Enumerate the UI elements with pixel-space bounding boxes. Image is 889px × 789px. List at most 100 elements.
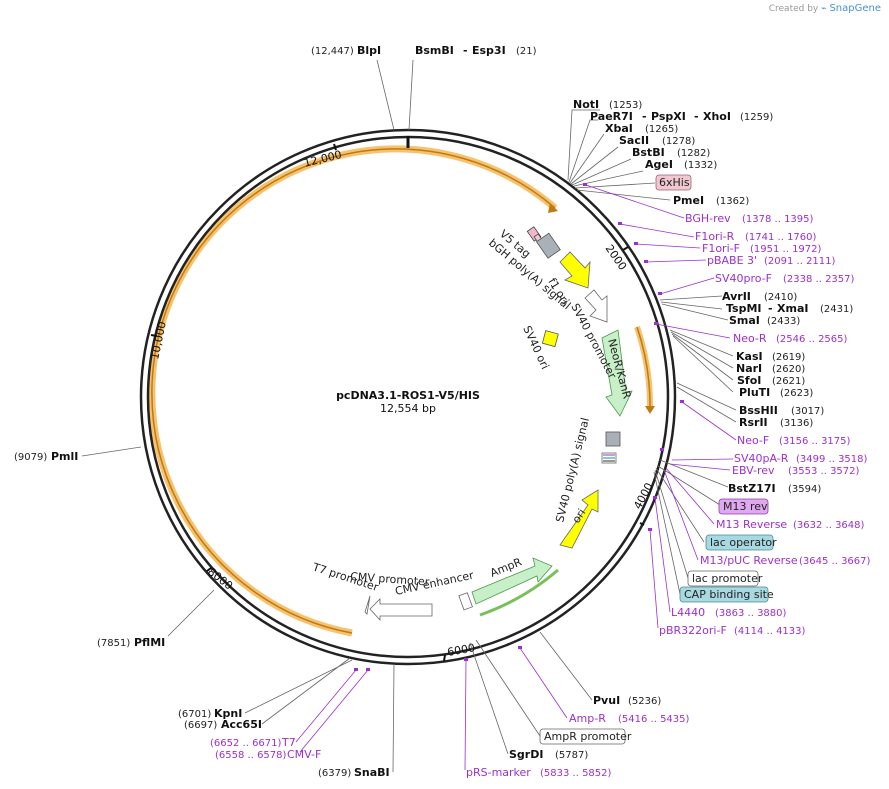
leader-nari bbox=[670, 331, 734, 369]
pos-paer7i: (1259) bbox=[740, 112, 773, 123]
pos-acc65i: (6697) bbox=[184, 720, 217, 731]
enzyme-bstbi[interactable]: BstBI bbox=[632, 146, 665, 159]
range-bgh-rev: (1378 .. 1395) bbox=[742, 214, 814, 225]
enzyme-sgrdi[interactable]: SgrDI bbox=[509, 748, 543, 761]
enzyme-bsmbi[interactable]: BsmBI bbox=[415, 44, 454, 57]
enzyme-tspmi[interactable]: TspMI bbox=[726, 302, 762, 315]
leader-acc65i bbox=[261, 657, 351, 725]
pos-blpi: (12,447) bbox=[311, 46, 354, 57]
enzyme-pspxi[interactable]: PspXI bbox=[651, 110, 686, 123]
enzyme-noti[interactable]: NotI bbox=[573, 98, 599, 111]
enzyme-paer7i[interactable]: PaeR7I bbox=[590, 110, 633, 123]
enzyme-bstz17i[interactable]: BstZ17I bbox=[728, 482, 776, 495]
leader-blpi bbox=[376, 59, 395, 131]
leader-bsmbi bbox=[408, 59, 414, 131]
enzyme-blpi[interactable]: BlpI bbox=[357, 44, 381, 57]
leader-m13-reverse bbox=[665, 467, 715, 525]
leader-kpni bbox=[244, 659, 353, 714]
primer-pbabe3[interactable]: pBABE 3' bbox=[707, 254, 757, 267]
f1-ori-arrow[interactable] bbox=[559, 251, 591, 289]
box-cap-binding-site[interactable] bbox=[679, 586, 769, 603]
primer-sv40pa-r[interactable]: SV40pA-R bbox=[734, 452, 789, 465]
enzyme-pvui[interactable]: PvuI bbox=[593, 694, 620, 707]
bgh-polya-box[interactable] bbox=[535, 232, 561, 259]
box-m13rev[interactable] bbox=[718, 498, 769, 515]
ori-arrow[interactable] bbox=[559, 489, 599, 549]
t7-promoter-arrow[interactable] bbox=[364, 595, 371, 615]
sv40-ori-box[interactable] bbox=[541, 330, 559, 348]
primer-ebv-rev[interactable]: EBV-rev bbox=[732, 464, 775, 477]
primer-bgh-rev[interactable]: BGH-rev bbox=[685, 212, 731, 225]
enzyme-kpni[interactable]: KpnI bbox=[214, 707, 242, 720]
leader-m13puc-reverse bbox=[663, 469, 699, 561]
primer-neo-f[interactable]: Neo-F bbox=[737, 434, 769, 447]
cmv-promoter-arrow[interactable] bbox=[369, 598, 433, 622]
enzyme-avrii[interactable]: AvrII bbox=[722, 290, 751, 303]
leader-neo-r bbox=[655, 323, 731, 339]
enzyme-xmai[interactable]: XmaI bbox=[777, 302, 808, 315]
enzyme-snabi[interactable]: SnaBI bbox=[354, 766, 390, 779]
enzyme-pflmi[interactable]: PflMI bbox=[134, 636, 165, 649]
primer-amp-r[interactable]: Amp-R bbox=[569, 712, 606, 725]
box-ampr-promoter[interactable] bbox=[539, 728, 626, 745]
primer-t7[interactable]: T7 bbox=[281, 736, 296, 749]
primer-m13-reverse[interactable]: M13 Reverse bbox=[716, 518, 787, 531]
pos-bsmbi: (21) bbox=[516, 46, 537, 57]
enzyme-xhoi[interactable]: XhoI bbox=[703, 110, 731, 123]
leader-bgh-rev bbox=[585, 184, 685, 219]
enzyme-bsshii[interactable]: BssHII bbox=[739, 404, 778, 417]
primer-f1ori-f[interactable]: F1ori-F bbox=[702, 242, 740, 255]
enzyme-pmli[interactable]: PmlI bbox=[51, 450, 78, 463]
snapgene-watermark: Created by ⌁ SnapGene bbox=[769, 3, 881, 14]
orf-arcs bbox=[148, 145, 655, 637]
orf-amp-arc[interactable] bbox=[479, 568, 559, 617]
sv40-promoter-arrow[interactable] bbox=[584, 289, 608, 323]
enzyme-sfoi[interactable]: SfoI bbox=[737, 374, 761, 387]
mark-prs-marker bbox=[464, 658, 468, 661]
primer-sv40pro-f[interactable]: SV40pro-F bbox=[715, 272, 772, 285]
primer-f1ori-r[interactable]: F1ori-R bbox=[695, 230, 735, 243]
enzyme-xbai[interactable]: XbaI bbox=[605, 122, 633, 135]
bottom-cluster: PvuI (5236) Amp-R (5416 .. 5435) AmpR pr… bbox=[318, 694, 690, 779]
pos-pmei: (1362) bbox=[716, 196, 749, 207]
leader-pbabe3 bbox=[645, 259, 707, 263]
leader-bsshii bbox=[676, 382, 737, 411]
label-lac-operator: lac operator bbox=[710, 536, 777, 549]
enzyme-esp3i[interactable]: Esp3I bbox=[472, 44, 506, 57]
mark-amp-r bbox=[518, 646, 522, 649]
primer-cmv-f[interactable]: CMV-F bbox=[287, 748, 321, 761]
ampr-arrow[interactable] bbox=[471, 557, 553, 605]
pos-kpni: (6701) bbox=[178, 709, 211, 720]
pos-pvui: (5236) bbox=[628, 696, 661, 707]
enzyme-pmei[interactable]: PmeI bbox=[673, 194, 704, 207]
box-6xhis[interactable] bbox=[655, 174, 692, 191]
orf-neo-arc[interactable] bbox=[634, 326, 654, 411]
enzyme-agei[interactable]: AgeI bbox=[645, 158, 673, 171]
range-cmv-f: (6558 .. 6578) bbox=[215, 750, 287, 761]
right-lower-cluster: SV40pA-R (3499 .. 3518) EBV-rev (3553 ..… bbox=[659, 452, 871, 637]
sv40-polya-box[interactable] bbox=[605, 431, 621, 447]
primer-l4440[interactable]: L4440 bbox=[671, 606, 705, 619]
enzyme-pluti[interactable]: PluTI bbox=[739, 386, 770, 399]
enzyme-kasi[interactable]: KasI bbox=[736, 350, 763, 363]
neor-kanr-arrow[interactable] bbox=[601, 329, 633, 417]
ampr-promoter-box[interactable] bbox=[458, 592, 473, 611]
primer-m13puc-reverse[interactable]: M13/pUC Reverse bbox=[700, 554, 798, 567]
enzyme-sacii[interactable]: SacII bbox=[619, 134, 649, 147]
pos-nari: (2620) bbox=[772, 364, 805, 375]
leader-prs-marker bbox=[464, 659, 467, 771]
enzyme-acc65i[interactable]: Acc65I bbox=[221, 718, 262, 731]
mark-sv40pro-f bbox=[658, 292, 662, 295]
primer-prs-marker[interactable]: pRS-marker bbox=[466, 766, 531, 779]
box-lac-operator[interactable] bbox=[705, 534, 774, 551]
leader-paer7i bbox=[568, 119, 598, 183]
range-t7: (6652 .. 6671) bbox=[210, 738, 282, 749]
primer-neo-r[interactable]: Neo-R bbox=[733, 332, 767, 345]
pos-bstz17i: (3594) bbox=[788, 484, 821, 495]
primer-pbr322ori-f[interactable]: pBR322ori-F bbox=[659, 624, 727, 637]
tick-12000 bbox=[333, 143, 337, 151]
enzyme-nari[interactable]: NarI bbox=[736, 362, 762, 375]
enzyme-rsrii[interactable]: RsrII bbox=[739, 416, 768, 429]
enzyme-smai[interactable]: SmaI bbox=[729, 314, 760, 327]
box-lac-promoter[interactable] bbox=[687, 570, 759, 587]
